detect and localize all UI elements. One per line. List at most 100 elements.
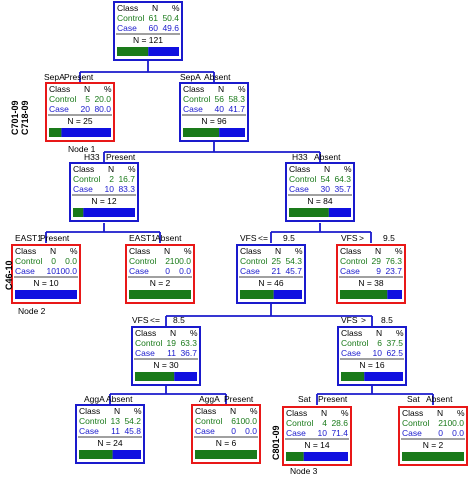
node-bar-control — [183, 128, 220, 137]
edge-vfs85-gt: > — [361, 315, 366, 325]
node-control-label: Control — [240, 256, 268, 266]
node3-label: Node 3 — [290, 466, 318, 476]
node-total: N = 12 — [91, 196, 117, 206]
node-control-label: Control — [135, 338, 163, 348]
node-control-pct: 37.5 — [386, 338, 403, 348]
node-case-n: 9 — [376, 266, 381, 276]
node-total: N = 25 — [67, 116, 93, 126]
node-case-pct: 41.7 — [228, 104, 245, 114]
node-header-class: Class — [135, 328, 156, 338]
edge-east1-absent: Absent — [155, 233, 182, 243]
node-case-pct: 45.7 — [285, 266, 302, 276]
edge-h33-present: Present — [106, 152, 136, 162]
node-case-n: 40 — [215, 104, 225, 114]
node-header-class: Class — [117, 3, 138, 13]
node-case-n: 30 — [321, 184, 331, 194]
edge-agga-present: Present — [224, 394, 254, 404]
edge-sepa-present: Present — [64, 72, 94, 82]
node-case-n: 21 — [272, 266, 282, 276]
node-header-n: N — [170, 328, 176, 338]
node-bar-case — [328, 208, 351, 217]
node-control-pct: 20.0 — [94, 94, 111, 104]
node-case-pct: 35.7 — [334, 184, 351, 194]
edge-vfs85-value-right: 8.5 — [381, 315, 393, 325]
node-control-label: Control — [195, 416, 223, 426]
node-total: N = 38 — [358, 278, 384, 288]
node-control-n: 61 — [149, 13, 159, 23]
node-case-pct: 62.5 — [386, 348, 403, 358]
node-case-pct: 0.0 — [245, 426, 257, 436]
node-bar-control — [340, 290, 388, 299]
node-total: N = 10 — [33, 278, 59, 288]
node-case-pct: 80.0 — [94, 104, 111, 114]
node-header-pct: % — [395, 246, 403, 256]
edge-sepa-var-right: SepA — [180, 72, 201, 82]
node-case-n: 0 — [165, 266, 170, 276]
node-bar-case — [112, 450, 141, 459]
node-header-class: Class — [340, 246, 361, 256]
node-case-label: Case — [129, 266, 149, 276]
node-control-n: 2 — [438, 418, 443, 428]
node-control-pct: 100.0 — [170, 256, 192, 266]
node-header-pct: % — [295, 246, 303, 256]
edge-sat-absent: Absent — [426, 394, 453, 404]
node-control-label: Control — [183, 94, 211, 104]
node-case-n: 20 — [81, 104, 91, 114]
edge-sepa-var-left: SepA — [44, 72, 65, 82]
edge-sat-var-left: Sat — [298, 394, 311, 404]
node-control-pct: 50.4 — [162, 13, 179, 23]
node-bar-control — [135, 372, 175, 381]
node-control-pct: 63.3 — [180, 338, 197, 348]
node-bar-case — [148, 47, 179, 56]
node-header-pct: % — [70, 246, 78, 256]
node-case-label: Case — [49, 104, 69, 114]
node-bar-control — [402, 452, 464, 461]
node-bar-control — [341, 372, 365, 381]
node-total: N = 84 — [307, 196, 333, 206]
node-control-pct: 28.6 — [331, 418, 348, 428]
node-header-pct: % — [238, 84, 246, 94]
node-control-n: 54 — [321, 174, 331, 184]
node-case-label: Case — [79, 426, 99, 436]
edge-vfs95-le: <= — [258, 233, 268, 243]
node-total: N = 6 — [216, 438, 237, 448]
node-control-n: 4 — [322, 418, 327, 428]
node-case-label: Case — [240, 266, 260, 276]
edge-agga-var-right: AggA — [199, 394, 220, 404]
node-header-n: N — [164, 246, 170, 256]
node-header-pct: % — [172, 3, 180, 13]
node-bar-case — [303, 452, 348, 461]
node-case-label: Case — [135, 348, 155, 358]
node-control-n: 2 — [109, 174, 114, 184]
edge-vfs95-value-left: 9.5 — [283, 233, 295, 243]
node-header-pct: % — [134, 406, 142, 416]
node-case-pct: 0.0 — [452, 428, 464, 438]
node-header-class: Class — [49, 84, 70, 94]
node-control-label: Control — [340, 256, 368, 266]
node-case-pct: 0.0 — [179, 266, 191, 276]
node-bar-case — [61, 128, 111, 137]
node-header-class: Class — [15, 246, 36, 256]
node-bar-control — [286, 452, 304, 461]
side-label-c801-09: C801-09 — [271, 425, 281, 460]
node-header-class: Class — [240, 246, 261, 256]
node-case-pct: 45.8 — [124, 426, 141, 436]
node-header-n: N — [321, 408, 327, 418]
node-total: N = 30 — [153, 360, 179, 370]
node-case-pct: 36.7 — [180, 348, 197, 358]
node-case-label: Case — [73, 184, 93, 194]
node-total: N = 2 — [423, 440, 444, 450]
node-case-n: 0 — [438, 428, 443, 438]
node-total: N = 121 — [133, 35, 163, 45]
node-control-label: Control — [49, 94, 77, 104]
node-control-n: 5 — [85, 94, 90, 104]
node-control-n: 25 — [272, 256, 282, 266]
